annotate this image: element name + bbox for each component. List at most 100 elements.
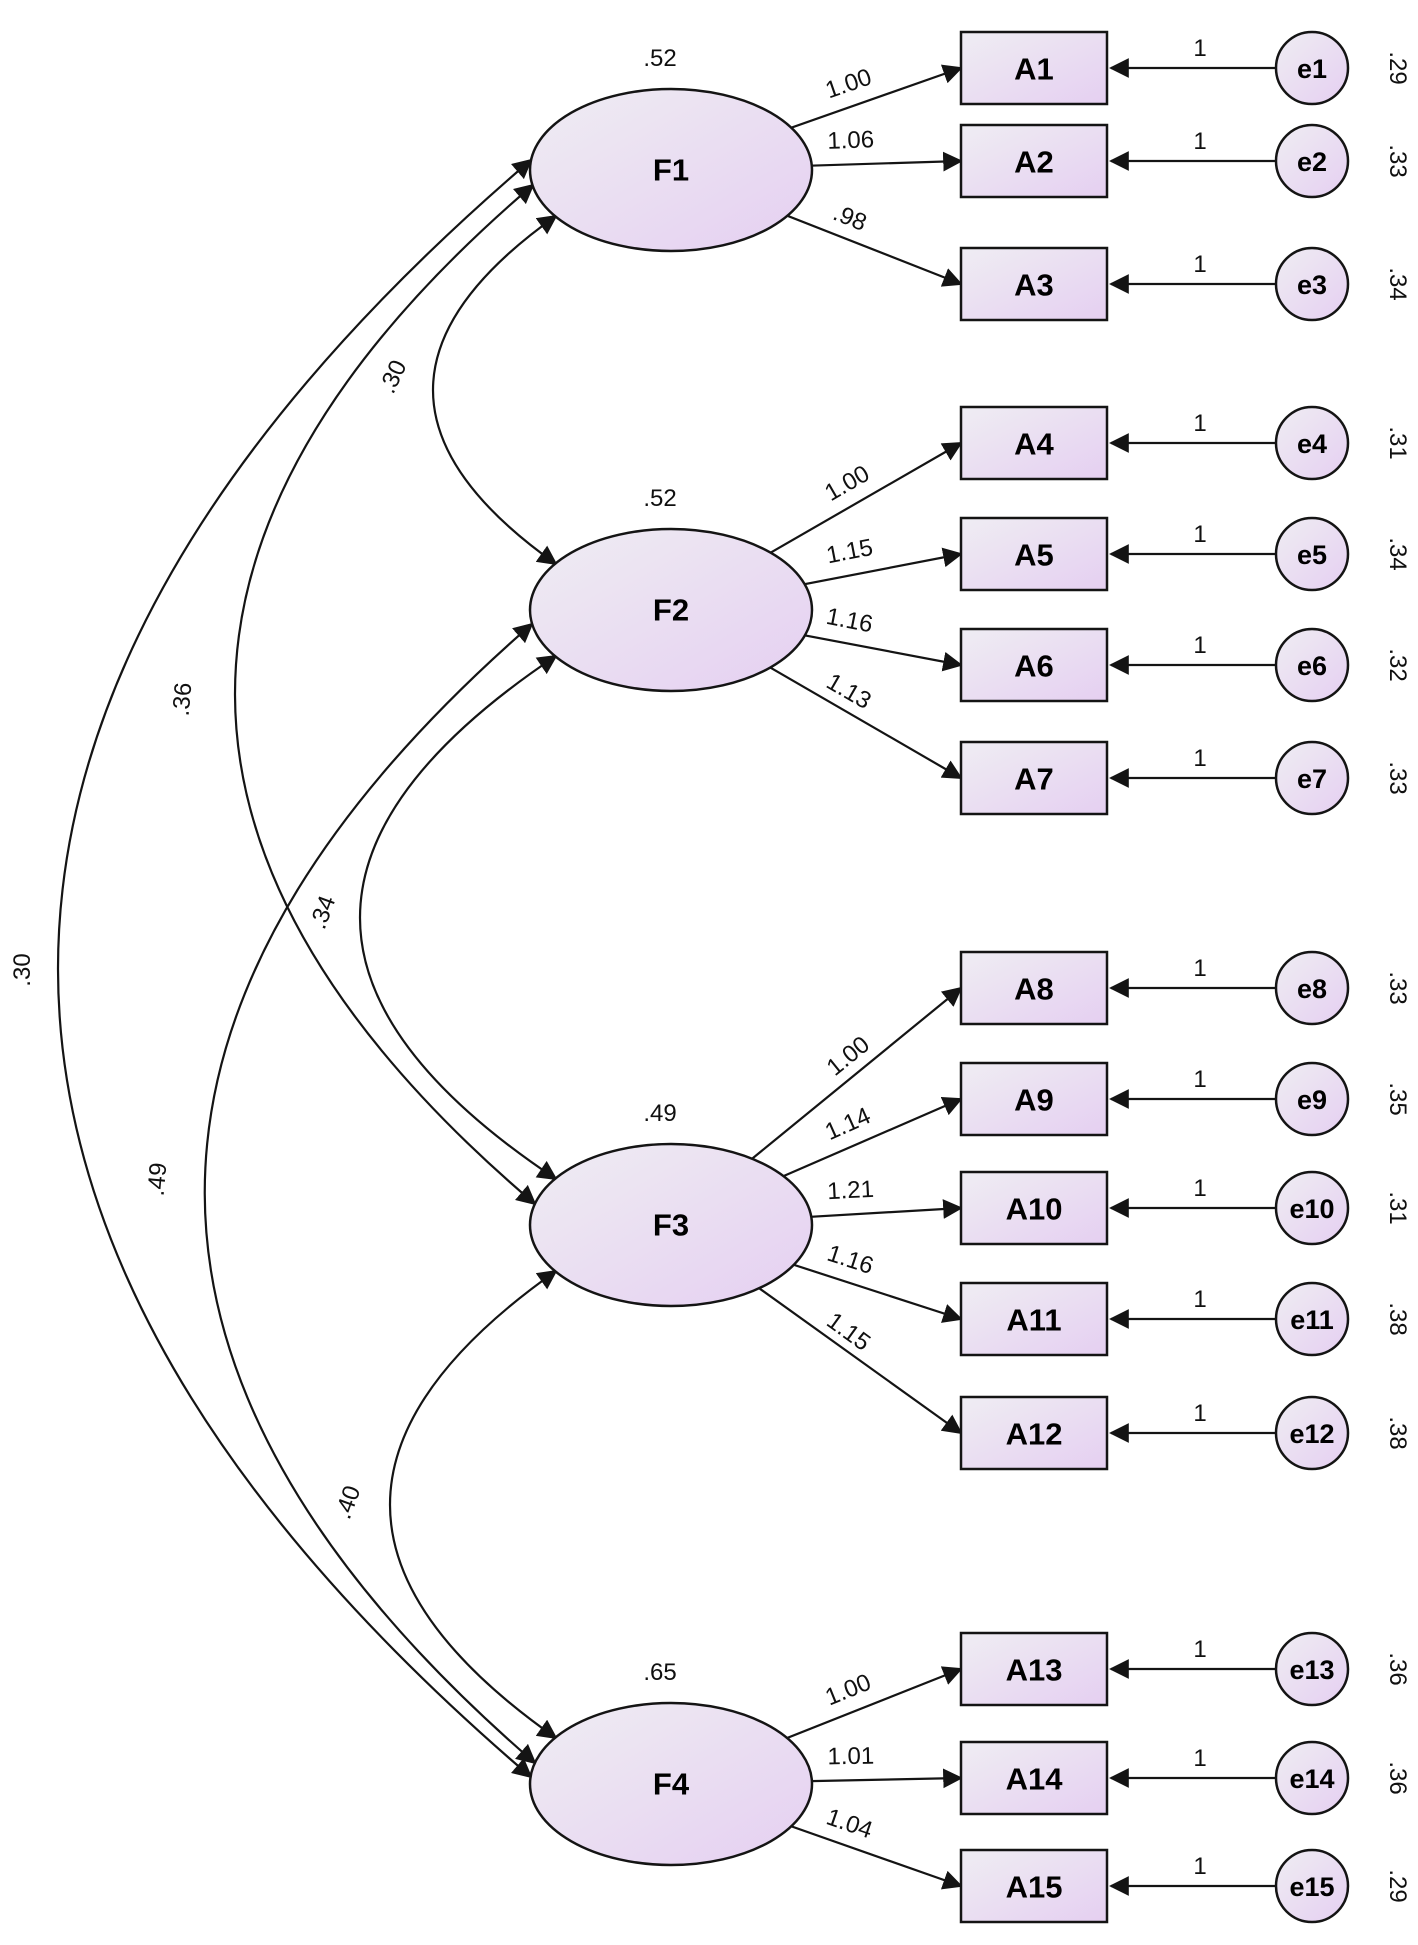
loading-label-f2-a5: 1.15 <box>824 534 875 569</box>
covariance-labels: .30 .36 .30 .34 .49 .40 <box>9 356 412 1523</box>
loading-label-f2-a6: 1.16 <box>824 603 875 638</box>
error-variance-e11: .38 <box>1384 1302 1411 1335</box>
error-circle-e9 <box>1274 1061 1350 1137</box>
error-circle-e2 <box>1274 123 1350 199</box>
factor-ellipse-f3 <box>528 1142 814 1308</box>
loading-arrows <box>670 64 963 1890</box>
error-name-labels: e1 e2 e3 e4 e5 e6 e7 e8 e9 e10 e11 e12 e… <box>1289 54 1334 1902</box>
indicator-box-a8 <box>959 950 1109 1026</box>
covariance-label-f1-f2: .30 <box>374 356 413 398</box>
covariance-label-f3-f4: .40 <box>330 1482 367 1523</box>
error-variance-e10: .31 <box>1384 1191 1411 1224</box>
error-circle-e5 <box>1274 516 1350 592</box>
error-variance-e3: .34 <box>1384 267 1411 300</box>
indicator-box-a10 <box>959 1170 1109 1246</box>
error-variance-e8: .33 <box>1384 971 1411 1004</box>
loading-label-f4-a15: 1.04 <box>823 1804 876 1845</box>
error-path-label-e14: 1 <box>1193 1745 1206 1772</box>
error-path-label-e5: 1 <box>1193 521 1206 548</box>
covariance-label-f2-f3: .34 <box>305 892 342 933</box>
error-circle-e6 <box>1274 627 1350 703</box>
covariance-label-f1-f4: .30 <box>9 953 36 986</box>
error-label-e14: e14 <box>1289 1764 1334 1794</box>
indicator-box-a1 <box>959 30 1109 106</box>
error-path-label-e9: 1 <box>1193 1066 1206 1093</box>
factor-label-f3: F3 <box>653 1208 689 1243</box>
error-path-labels: 1 1 1 1 1 1 1 1 1 1 1 1 1 1 1 <box>1193 35 1206 1880</box>
factor-variance-f4: .65 <box>643 1659 676 1686</box>
indicator-box-a12 <box>959 1395 1109 1471</box>
error-label-e4: e4 <box>1297 429 1327 459</box>
loading-label-f4-a13: 1.00 <box>821 1669 874 1712</box>
indicator-label-a15: A15 <box>1006 1870 1063 1905</box>
loading-label-f3-a11: 1.16 <box>824 1240 877 1280</box>
error-path-label-e11: 1 <box>1193 1286 1206 1313</box>
indicator-label-a13: A13 <box>1006 1653 1063 1688</box>
error-variance-e5: .34 <box>1384 537 1411 570</box>
indicator-label-a12: A12 <box>1006 1417 1063 1452</box>
error-variance-e4: .31 <box>1384 426 1411 459</box>
error-label-e11: e11 <box>1290 1305 1334 1335</box>
factor-labels: F1 F2 F3 F4 .52 .52 .49 .65 <box>643 45 690 1802</box>
error-label-e9: e9 <box>1297 1085 1327 1115</box>
covariance-arrow-f2-f3 <box>359 654 558 1181</box>
indicator-label-a10: A10 <box>1006 1192 1063 1227</box>
error-path-label-e3: 1 <box>1193 251 1206 278</box>
error-label-e6: e6 <box>1297 651 1327 681</box>
error-arrows <box>1109 58 1276 1896</box>
error-label-e12: e12 <box>1289 1419 1334 1449</box>
error-variance-e9: .35 <box>1384 1082 1411 1115</box>
covariance-label-f1-f3: .36 <box>168 682 198 718</box>
indicator-box-a2 <box>959 123 1109 199</box>
error-variance-e2: .33 <box>1384 144 1411 177</box>
indicator-label-a2: A2 <box>1014 145 1054 180</box>
error-variance-e12: .38 <box>1384 1416 1411 1449</box>
error-path-label-e6: 1 <box>1193 632 1206 659</box>
error-circle-e13 <box>1274 1631 1350 1707</box>
loading-labels: 1.00 1.06 .98 1.00 1.15 1.16 1.13 1.00 1… <box>820 64 876 1845</box>
indicator-box-a5 <box>959 516 1109 592</box>
error-label-e13: e13 <box>1289 1655 1334 1685</box>
error-label-e3: e3 <box>1297 270 1327 300</box>
error-circle-e11 <box>1274 1281 1350 1357</box>
error-variance-e14: .36 <box>1384 1761 1411 1794</box>
indicator-box-a4 <box>959 405 1109 481</box>
covariance-label-f2-f4: .49 <box>143 1162 173 1198</box>
covariance-arrows <box>57 158 558 1779</box>
indicator-label-a6: A6 <box>1014 649 1054 684</box>
indicator-label-a11: A11 <box>1006 1303 1061 1338</box>
indicator-label-a7: A7 <box>1014 762 1054 797</box>
loading-label-f1-a3: .98 <box>829 199 870 237</box>
loading-label-f2-a4: 1.00 <box>820 460 874 507</box>
indicator-box-a9 <box>959 1061 1109 1137</box>
error-nodes <box>1274 30 1350 1924</box>
error-circle-e15 <box>1274 1848 1350 1924</box>
factor-nodes <box>528 87 814 1867</box>
covariance-arrow-f1-f3 <box>233 183 537 1206</box>
indicator-box-a11 <box>959 1281 1109 1357</box>
error-label-e10: e10 <box>1289 1194 1334 1224</box>
error-variance-e13: .36 <box>1384 1652 1411 1685</box>
indicator-label-a3: A3 <box>1014 268 1054 303</box>
error-label-e7: e7 <box>1297 764 1327 794</box>
covariance-arrow-f2-f4 <box>203 622 537 1765</box>
covariance-arrow-f1-f2 <box>432 214 558 566</box>
error-label-e2: e2 <box>1297 147 1327 177</box>
covariance-arrow-f3-f4 <box>389 1269 558 1740</box>
error-label-e8: e8 <box>1297 974 1327 1004</box>
error-path-label-e12: 1 <box>1193 1400 1206 1427</box>
error-circle-e10 <box>1274 1170 1350 1246</box>
loading-label-f1-a2: 1.06 <box>827 126 875 155</box>
indicator-box-a15 <box>959 1848 1109 1924</box>
indicator-box-a14 <box>959 1740 1109 1816</box>
indicator-box-a7 <box>959 740 1109 816</box>
indicator-label-a14: A14 <box>1006 1762 1064 1797</box>
error-variance-e1: .29 <box>1384 51 1411 84</box>
factor-label-f2: F2 <box>653 593 689 628</box>
factor-variance-f1: .52 <box>643 45 676 72</box>
loading-label-f3-a8: 1.00 <box>822 1031 875 1081</box>
indicator-nodes <box>959 30 1109 1924</box>
error-circle-e14 <box>1274 1740 1350 1816</box>
indicator-label-a8: A8 <box>1014 972 1054 1007</box>
